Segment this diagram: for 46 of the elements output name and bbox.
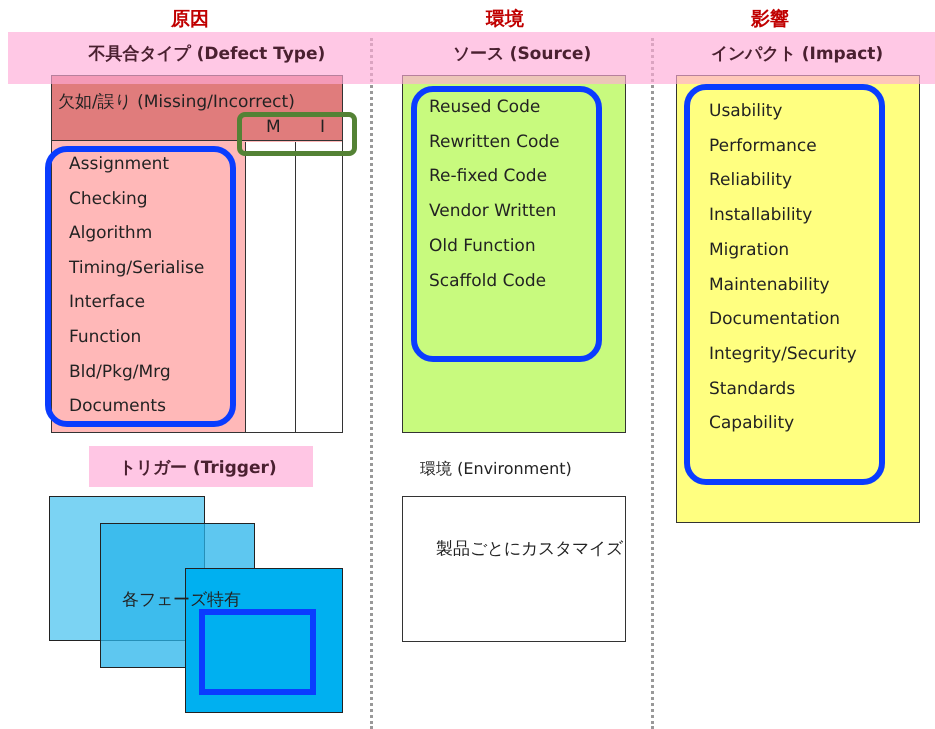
list-item: Usability <box>709 101 782 121</box>
list-item: Reliability <box>709 170 792 190</box>
list-item: Assignment <box>69 154 170 174</box>
note-text: 製品ごとにカスタマイズ <box>436 538 623 560</box>
list-item: Timing/Serialise <box>69 258 204 278</box>
list-item: Installability <box>709 205 812 226</box>
category-label: 環境 <box>484 7 525 32</box>
column-label: I <box>320 117 326 137</box>
list-item: Algorithm <box>69 223 152 244</box>
list-item: Standards <box>709 378 796 399</box>
list-item: Old Function <box>429 236 536 256</box>
list-item: Performance <box>709 136 817 156</box>
phase-card <box>185 568 343 713</box>
list-item: Migration <box>709 240 790 260</box>
table-title: 欠如/誤り (Missing/Incorrect) <box>58 91 295 113</box>
list-item: Re-fixed Code <box>429 166 548 186</box>
highlight-frame <box>237 112 357 156</box>
section-heading: トリガー (Trigger) <box>119 457 277 479</box>
column-heading: インパクト (Impact) <box>710 43 884 65</box>
list-item: Vendor Written <box>429 201 556 222</box>
list-item: Documents <box>69 396 166 416</box>
source-panel <box>402 75 626 433</box>
list-item: Integrity/Security <box>709 344 857 364</box>
highlight-frame <box>45 146 236 427</box>
heading-band <box>89 446 313 487</box>
list-item: Function <box>69 327 142 347</box>
list-item: Interface <box>69 292 146 312</box>
highlight-frame <box>411 86 602 362</box>
column-heading: ソース (Source) <box>452 43 592 65</box>
list-item: Capability <box>709 413 794 434</box>
category-label: 影響 <box>750 7 790 32</box>
list-item: Scaffold Code <box>429 270 546 290</box>
list-item: Reused Code <box>429 97 540 117</box>
column-label: M <box>266 117 281 137</box>
list-item: Documentation <box>709 309 840 330</box>
list-item: Maintenability <box>709 274 830 294</box>
list-item: Checking <box>69 188 148 209</box>
list-item: Bld/Pkg/Mrg <box>69 362 171 382</box>
highlight-frame <box>684 84 885 485</box>
section-heading: 環境 (Environment) <box>420 459 572 480</box>
category-label: 原因 <box>170 7 210 32</box>
impact-panel <box>676 75 920 523</box>
heading-band <box>8 32 935 84</box>
column-heading: 不具合タイプ (Defect Type) <box>87 43 326 65</box>
highlight-frame <box>199 609 316 695</box>
list-item: Rewritten Code <box>429 132 560 152</box>
